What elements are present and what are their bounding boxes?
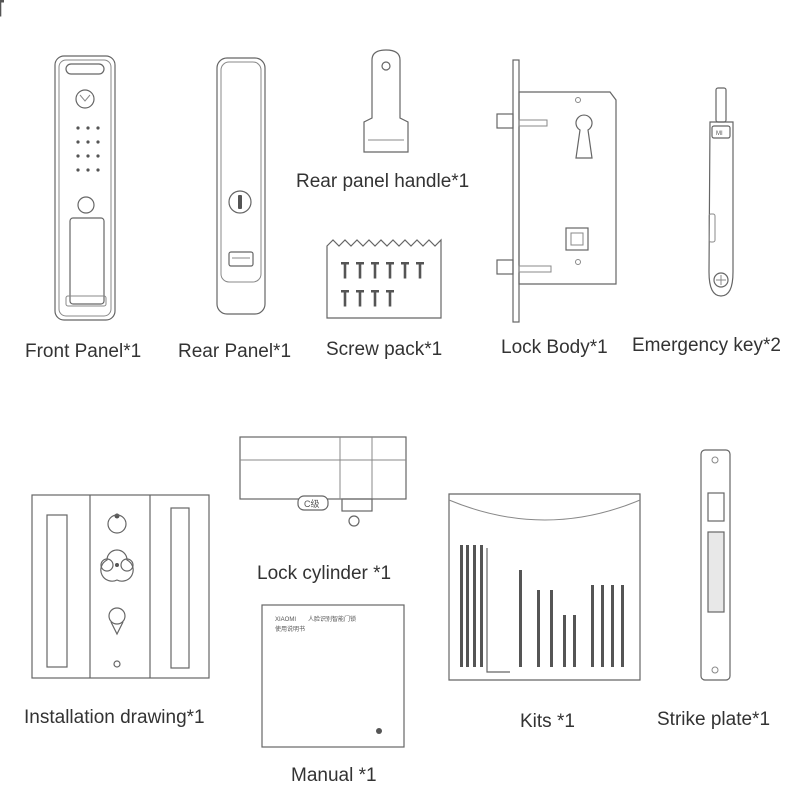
manual-brand-text: XIAOMI	[275, 617, 296, 623]
kits-label: Kits *1	[520, 711, 575, 732]
installation-drawing-label: Installation drawing*1	[24, 707, 205, 728]
key-logo-text: MI	[716, 131, 723, 137]
lock-body-label: Lock Body*1	[501, 337, 608, 358]
cylinder-grade-text: C级	[304, 498, 320, 509]
rear-panel-handle-label: Rear panel handle*1	[296, 171, 470, 192]
manual-label: Manual *1	[291, 765, 377, 786]
strike-plate-label: Strike plate*1	[657, 709, 771, 730]
emergency-key-label: Emergency key*2	[632, 335, 781, 356]
lock-cylinder-label: Lock cylinder *1	[257, 563, 392, 584]
manual-title-text: 人脸识别智能门锁	[308, 615, 356, 623]
manual-subtitle-text: 使用说明书	[275, 625, 305, 633]
screw-pack-label: Screw pack*1	[326, 339, 443, 360]
front-panel-label: Front Panel*1	[25, 341, 142, 362]
rear-panel-label: Rear Panel*1	[178, 341, 292, 362]
